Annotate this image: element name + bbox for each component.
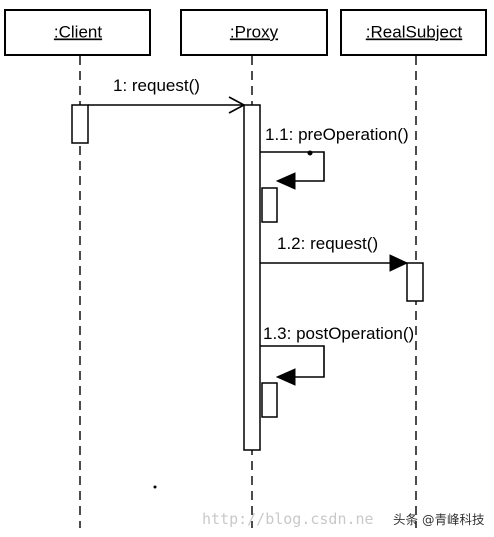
message-request-label: 1: request()	[113, 76, 200, 95]
participant-client-box	[4, 9, 151, 56]
participant-client: :Client	[4, 9, 151, 56]
watermark-author: 头条 @青峰科技	[393, 512, 485, 527]
participant-real-subject-box	[340, 9, 487, 56]
participant-proxy-label: :Proxy	[230, 22, 279, 41]
activation-proxy-postoperation	[261, 382, 278, 418]
message-postoperation-label: 1.3: postOperation()	[263, 324, 414, 343]
participant-real-subject-label: :RealSubject	[366, 22, 463, 41]
stray-dot-icon	[153, 485, 157, 489]
participant-client-label: :Client	[54, 22, 102, 41]
activation-real-subject	[406, 262, 424, 302]
message-preoperation-line	[260, 151, 325, 182]
message-postoperation-self: 1.3: postOperation()	[260, 324, 414, 386]
message-request-client-to-proxy: 1: request()	[88, 76, 246, 114]
message-request-proxy-to-real-subject: 1.2: request()	[260, 234, 409, 272]
message-preoperation-self: 1.1: preOperation()	[260, 125, 409, 190]
activation-proxy-preoperation	[261, 187, 278, 223]
activation-proxy	[243, 104, 261, 451]
participant-real-subject: :RealSubject	[340, 9, 487, 56]
participant-proxy-box	[180, 9, 328, 56]
mark-dot-icon	[307, 150, 313, 156]
activation-client	[71, 104, 89, 144]
message-preoperation-label: 1.1: preOperation()	[265, 125, 409, 144]
message-postoperation-line	[260, 345, 325, 378]
message-request-2-label: 1.2: request()	[277, 234, 378, 253]
participant-proxy: :Proxy	[180, 9, 328, 56]
filled-arrowhead-icon	[275, 368, 296, 386]
watermark-url: http://blog.csdn.ne	[202, 510, 374, 528]
filled-arrowhead-icon	[275, 172, 296, 190]
filled-arrowhead-icon	[389, 254, 409, 272]
open-arrowhead-icon	[228, 96, 246, 114]
